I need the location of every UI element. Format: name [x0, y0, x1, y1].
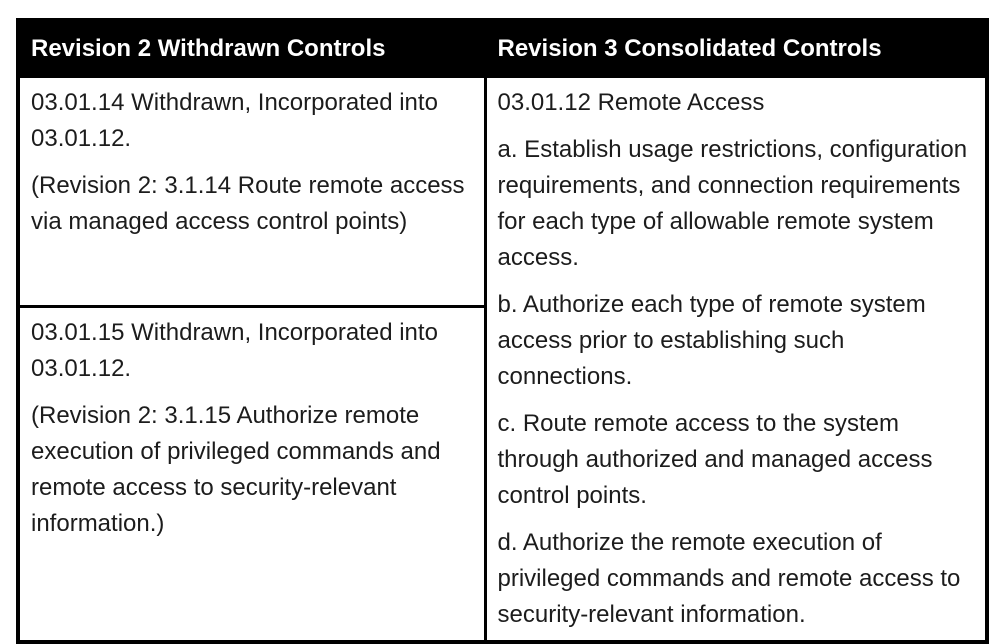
consolidated-item-d: d. Authorize the remote execution of pri…	[497, 529, 961, 628]
header-revision3-consolidated: Revision 3 Consolidated Controls	[483, 18, 989, 78]
cell-consolidated-03-01-12: 03.01.12 Remote Access a. Establish usag…	[483, 75, 989, 644]
table-header-row: Revision 2 Withdrawn Controls Revision 3…	[16, 18, 989, 78]
withdrawn-03-01-14-revision2-text: (Revision 2: 3.1.14 Route remote access …	[31, 172, 465, 235]
consolidated-item-c: c. Route remote access to the system thr…	[497, 410, 933, 509]
consolidated-item-b: b. Authorize each type of remote system …	[497, 291, 926, 390]
consolidated-item-a: a. Establish usage restrictions, configu…	[497, 136, 968, 271]
controls-comparison-table: Revision 2 Withdrawn Controls Revision 3…	[16, 18, 989, 644]
withdrawn-03-01-15-revision2-text: (Revision 2: 3.1.15 Authorize remote exe…	[31, 402, 441, 537]
withdrawn-03-01-15-status: 03.01.15 Withdrawn, Incorporated into 03…	[31, 319, 438, 382]
cell-withdrawn-03-01-15: 03.01.15 Withdrawn, Incorporated into 03…	[16, 305, 487, 644]
header-revision2-withdrawn: Revision 2 Withdrawn Controls	[16, 18, 487, 78]
cell-withdrawn-03-01-14: 03.01.14 Withdrawn, Incorporated into 03…	[16, 75, 487, 308]
consolidated-control-title: 03.01.12 Remote Access	[497, 89, 765, 116]
withdrawn-03-01-14-status: 03.01.14 Withdrawn, Incorporated into 03…	[31, 89, 438, 152]
controls-comparison-table-container: Revision 2 Withdrawn Controls Revision 3…	[16, 18, 989, 644]
